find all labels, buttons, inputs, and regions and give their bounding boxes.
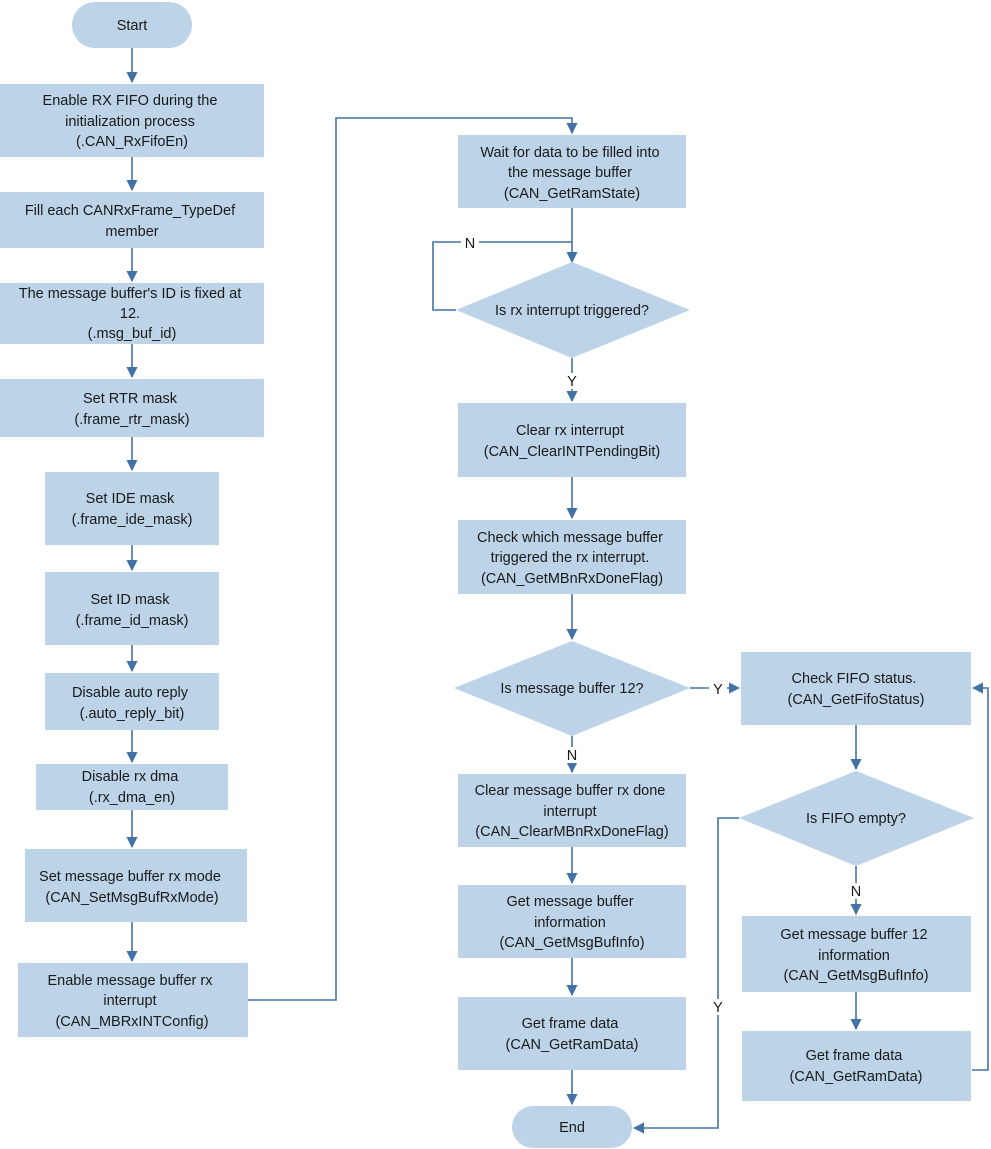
- svg-text:Check which message buffer: Check which message buffer triggered the…: [477, 530, 667, 587]
- svg-text:Disable rx dma (.rx_dma_: Disable rx dma (.rx_dma_en): [82, 769, 183, 806]
- svg-text:Is rx interrupt triggered?: Is rx interrupt triggered?: [495, 303, 649, 319]
- node-ide-mask: Set IDE mask (.frame_ide_mask): [45, 472, 219, 545]
- arrow-intconfig-to-wait: [248, 117, 578, 1001]
- svg-text:Disable auto reply (.aut: Disable auto reply (.auto_reply_bit): [72, 685, 192, 722]
- svg-text:Clear rx interrupt (CAN_: Clear rx interrupt (CAN_ClearINTPendingB…: [484, 423, 660, 460]
- svg-text:Get frame data (CAN_GetR: Get frame data (CAN_GetRamData): [506, 1016, 639, 1053]
- node-end: End: [512, 1106, 632, 1148]
- edge-label-buf12-no: N: [567, 748, 577, 764]
- node-rx-triggered-decision: Is rx interrupt triggered?: [456, 262, 690, 358]
- node-get-frame: Get frame data (CAN_GetRamData): [458, 997, 686, 1070]
- node-fifo-status: Check FIFO status. (CAN_GetFifoStatus): [741, 652, 971, 725]
- svg-text:Get message buffer infor: Get message buffer information (CAN_GetM…: [499, 894, 644, 951]
- node-fifo-empty-decision: Is FIFO empty?: [739, 771, 974, 866]
- svg-text:Set ID mask (.frame_id_m: Set ID mask (.frame_id_mask): [76, 592, 189, 629]
- node-rx-int-config: Enable message buffer rx interrupt (CAN_…: [18, 963, 248, 1037]
- svg-text:Wait for data to be filled int: Wait for data to be filled into the mess…: [480, 145, 663, 202]
- svg-text:Set RTR mask (.frame_rtr: Set RTR mask (.frame_rtr_mask): [74, 391, 189, 428]
- node-enable-rx-fifo: Enable RX FIFO during the initialization…: [0, 84, 264, 157]
- svg-text:Enable RX FIFO during the: Enable RX FIFO during the initialization…: [43, 93, 222, 150]
- node-id-mask: Set ID mask (.frame_id_mask): [45, 572, 219, 645]
- edge-label-buf12-yes: Y: [713, 682, 723, 698]
- svg-text:Check FIFO status. (CAN_: Check FIFO status. (CAN_GetFifoStatus): [788, 671, 925, 708]
- node-rtr-mask: Set RTR mask (.frame_rtr_mask): [0, 379, 264, 437]
- svg-text:Clear message buffer rx done: Clear message buffer rx done interrupt (…: [475, 783, 670, 840]
- svg-text:Enable message buffer rx: Enable message buffer rx interrupt (CAN_…: [48, 973, 217, 1030]
- node-clear-done: Clear message buffer rx done interrupt (…: [458, 774, 686, 847]
- arrow-rxdecision-no-loop: [432, 241, 572, 311]
- node-get-info: Get message buffer information (CAN_GetM…: [458, 885, 686, 958]
- svg-text:Get frame data (CAN_GetR: Get frame data (CAN_GetRamData): [790, 1048, 923, 1085]
- connectors: [126, 48, 989, 1134]
- svg-text:End: End: [559, 1120, 585, 1136]
- edge-labels: N Y Y N N Y: [461, 235, 865, 1016]
- node-get-info-12: Get message buffer 12 information (CAN_G…: [742, 916, 971, 992]
- edge-label-rx-no: N: [465, 236, 475, 252]
- edge-label-fifo-no: N: [851, 884, 861, 900]
- node-msg-buf-id: The message buffer's ID is fixed at 12. …: [0, 283, 264, 344]
- node-wait-data: Wait for data to be filled into the mess…: [458, 135, 686, 208]
- arrow-fifoempty-yes-to-end: [632, 817, 739, 1134]
- node-auto-reply: Disable auto reply (.auto_reply_bit): [45, 673, 219, 730]
- node-rx-dma: Disable rx dma (.rx_dma_en): [36, 764, 228, 810]
- node-is-buf-12-decision: Is message buffer 12?: [454, 641, 690, 736]
- svg-text:Fill each CANRxFrame_TypeDef: Fill each CANRxFrame_TypeDef member: [25, 203, 239, 240]
- node-get-frame-2: Get frame data (CAN_GetRamData): [742, 1031, 971, 1101]
- node-rx-mode: Set message buffer rx mode (CAN_SetMsgBu…: [25, 849, 247, 922]
- svg-text:Is message buffer 12?: Is message buffer 12?: [500, 681, 643, 697]
- node-clear-rx-int: Clear rx interrupt (CAN_ClearINTPendingB…: [458, 403, 686, 477]
- node-fill-member: Fill each CANRxFrame_TypeDef member: [0, 192, 264, 248]
- svg-text:The message buffer's ID is fix: The message buffer's ID is fixed at 12. …: [19, 286, 246, 342]
- arrow-getframe2-loop: [971, 682, 989, 1071]
- svg-text:Set message buffer rx mode: Set message buffer rx mode (CAN_SetMsgBu…: [39, 869, 225, 906]
- svg-text:Set IDE mask (.frame_ide: Set IDE mask (.frame_ide_mask): [72, 491, 193, 528]
- node-check-which: Check which message buffer triggered the…: [458, 520, 686, 594]
- node-start: Start: [72, 2, 192, 48]
- svg-text:Is FIFO empty?: Is FIFO empty?: [806, 811, 906, 827]
- edge-label-rx-yes: Y: [567, 374, 577, 390]
- edge-label-fifo-yes: Y: [713, 1000, 723, 1016]
- svg-text:Get message buffer 12 in: Get message buffer 12 information (CAN_G…: [780, 927, 931, 984]
- svg-text:Start: Start: [117, 18, 148, 34]
